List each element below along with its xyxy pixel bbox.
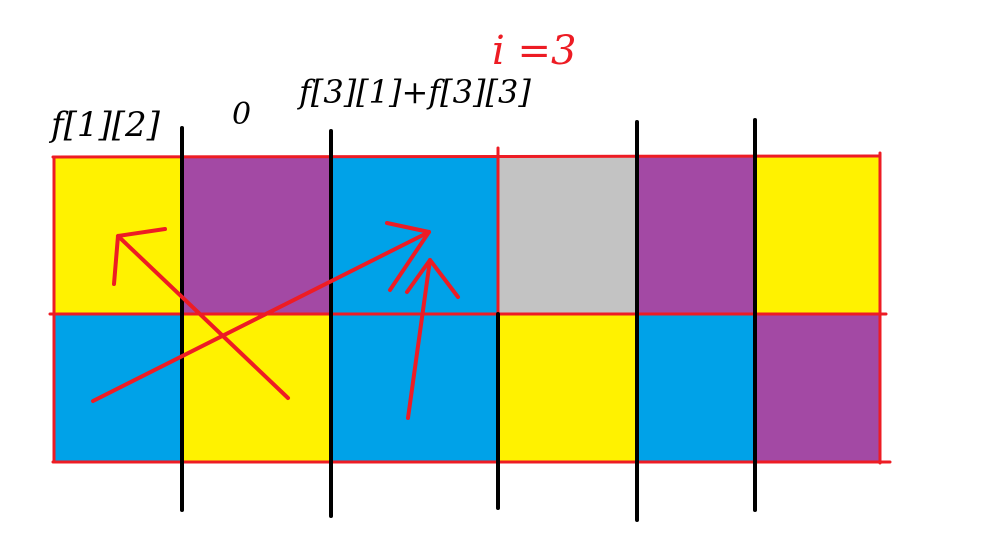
col1-label: f[1][2]	[48, 105, 161, 145]
arrow-to-first-column	[112, 227, 290, 400]
grid-top-border	[51, 154, 882, 159]
arrow-up-third-column	[405, 258, 460, 420]
grid-cell-r1-c4-gray	[498, 157, 637, 314]
grid-cell-r2-c5-blue	[637, 314, 755, 462]
col2-label: 0	[232, 97, 251, 132]
arrow-to-third-column	[91, 221, 431, 403]
grid-cell-r2-c6-purple	[755, 314, 880, 462]
grid-cells	[54, 157, 880, 462]
grid-cell-r1-c2-purple	[182, 157, 331, 314]
grid-cell-r2-c4-yellow	[498, 314, 637, 462]
transition-arrows	[91, 221, 460, 420]
grid-cell-r1-c6-yellow	[755, 157, 880, 314]
grid-outline	[48, 146, 892, 465]
grid-cell-r1-c5-purple	[637, 157, 755, 314]
index-label: i =3	[492, 28, 576, 74]
grid-cell-r2-c2-yellow	[182, 314, 331, 462]
grid-cell-r1-c3-blue	[331, 157, 498, 314]
col3-label: f[3][1]+f[3][3]	[297, 73, 531, 111]
grid-cell-r2-c3-blue	[331, 314, 498, 462]
column-separators	[180, 118, 757, 522]
